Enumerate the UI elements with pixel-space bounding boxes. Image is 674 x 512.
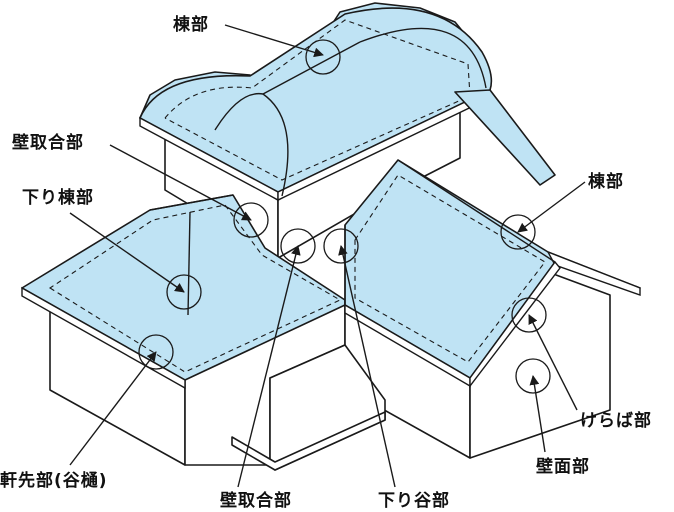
circle-verge	[511, 297, 547, 333]
leader-eaves	[69, 351, 157, 466]
left-hip-line	[187, 211, 191, 316]
callout-circles	[138, 39, 551, 394]
label-ridge-right: 棟部	[588, 171, 624, 192]
label-hip-ridge: 下り棟部	[22, 187, 94, 208]
barrel-roof-outline	[139, 7, 493, 193]
left-eave-edge	[21, 286, 186, 390]
porch-step	[231, 411, 386, 471]
circle-hip-ridge	[166, 274, 202, 310]
barrel-ridge-line	[214, 41, 361, 131]
left-hip-line-2	[149, 194, 234, 211]
circle-wall-joint-upper	[233, 202, 269, 238]
circle-eaves	[138, 334, 174, 370]
circle-ridge-top	[305, 39, 341, 75]
right-slope-fill	[454, 89, 556, 186]
barrel-curve-left	[262, 93, 289, 197]
barrel-dash	[164, 19, 471, 181]
labels: 棟部 壁取合部 下り棟部 棟部 軒先部(谷樋) 壁取合部 下り谷部 けらば部 壁…	[0, 14, 652, 511]
circle-wall-surface	[515, 358, 551, 394]
label-wall-joint-lower: 壁取合部	[220, 490, 292, 511]
leader-wall-joint-upper	[109, 144, 252, 221]
leader-verge	[528, 314, 578, 411]
right-wing-roof	[454, 89, 556, 186]
upper-building	[139, 2, 493, 259]
label-eaves-gutter: 軒先部(谷樋)	[0, 470, 108, 491]
label-ridge-top: 棟部	[173, 14, 209, 35]
circle-wall-joint-lower	[280, 228, 316, 264]
leader-hip-ridge	[69, 212, 185, 293]
label-wall-surface: 壁面部	[536, 456, 590, 477]
right-roof-dash	[354, 174, 546, 363]
leader-wall-surface	[529, 375, 546, 453]
label-valley: 下り谷部	[378, 490, 450, 511]
label-wall-joint-upper: 壁取合部	[12, 132, 84, 153]
circle-ridge-right	[500, 214, 536, 250]
circle-valley	[323, 228, 359, 264]
leader-ridge-right	[517, 181, 586, 233]
leader-ridge-top	[224, 24, 324, 58]
leader-lines	[69, 24, 586, 488]
leader-wall-joint-lower	[237, 245, 301, 488]
label-verge: けらば部	[580, 410, 652, 431]
leader-valley	[338, 245, 396, 488]
